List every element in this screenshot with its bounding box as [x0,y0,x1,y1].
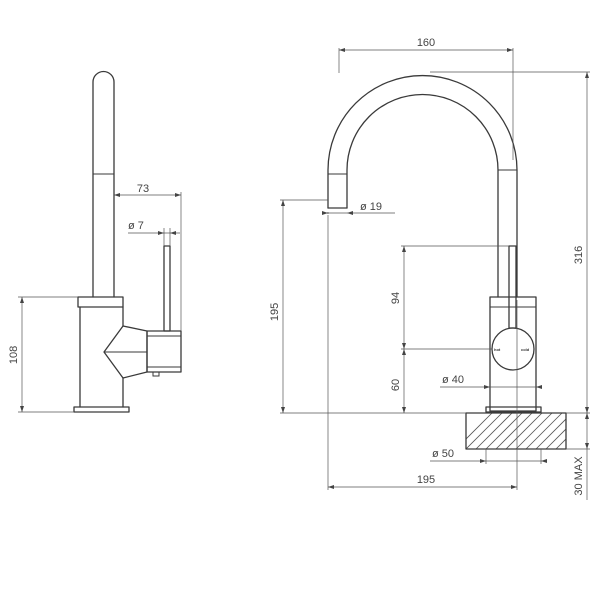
dim-side-handle-dia: ø 7 [128,220,144,232]
side-base-plate [73,406,130,413]
dim-base-dia: ø 50 [432,448,454,460]
dim-height-to-spout: 195 [269,303,281,321]
lever-cold-mark: cold [521,347,530,352]
dim-side-body-height: 108 [8,346,20,364]
front-view: hot cold [327,74,542,413]
front-handle-stem [508,245,517,329]
dim-overall-height: 316 [573,246,585,264]
dim-lever-height: 94 [390,292,402,304]
front-dimensions: 160 ø 19 195 316 94 60 [269,37,590,500]
side-button [152,371,160,377]
dim-body-dia: ø 40 [442,374,464,386]
side-lever-connector [103,325,148,379]
dim-body-lower: 60 [390,379,402,391]
front-spout-inner [346,93,499,298]
dim-spout-dia: ø 19 [360,201,382,213]
lever-hot-mark: hot [494,347,501,352]
front-body [489,296,537,412]
side-lever-cap [146,330,182,373]
dim-deck-thickness: 30 MAX [573,456,585,496]
dim-overall-reach: 195 [417,474,435,486]
dim-top-width: 160 [417,37,435,49]
side-view [73,70,182,413]
side-handle-stem [163,245,171,332]
deck-outline [465,412,567,450]
side-spout-pipe [92,70,115,298]
dim-side-reach: 73 [137,183,149,195]
side-body [79,306,124,408]
front-spout-outer [327,74,518,298]
front-base-plate [485,406,542,413]
mounting-deck [465,412,567,450]
side-dimensions: 73 ø 7 108 [8,183,182,413]
side-collar [77,296,124,308]
